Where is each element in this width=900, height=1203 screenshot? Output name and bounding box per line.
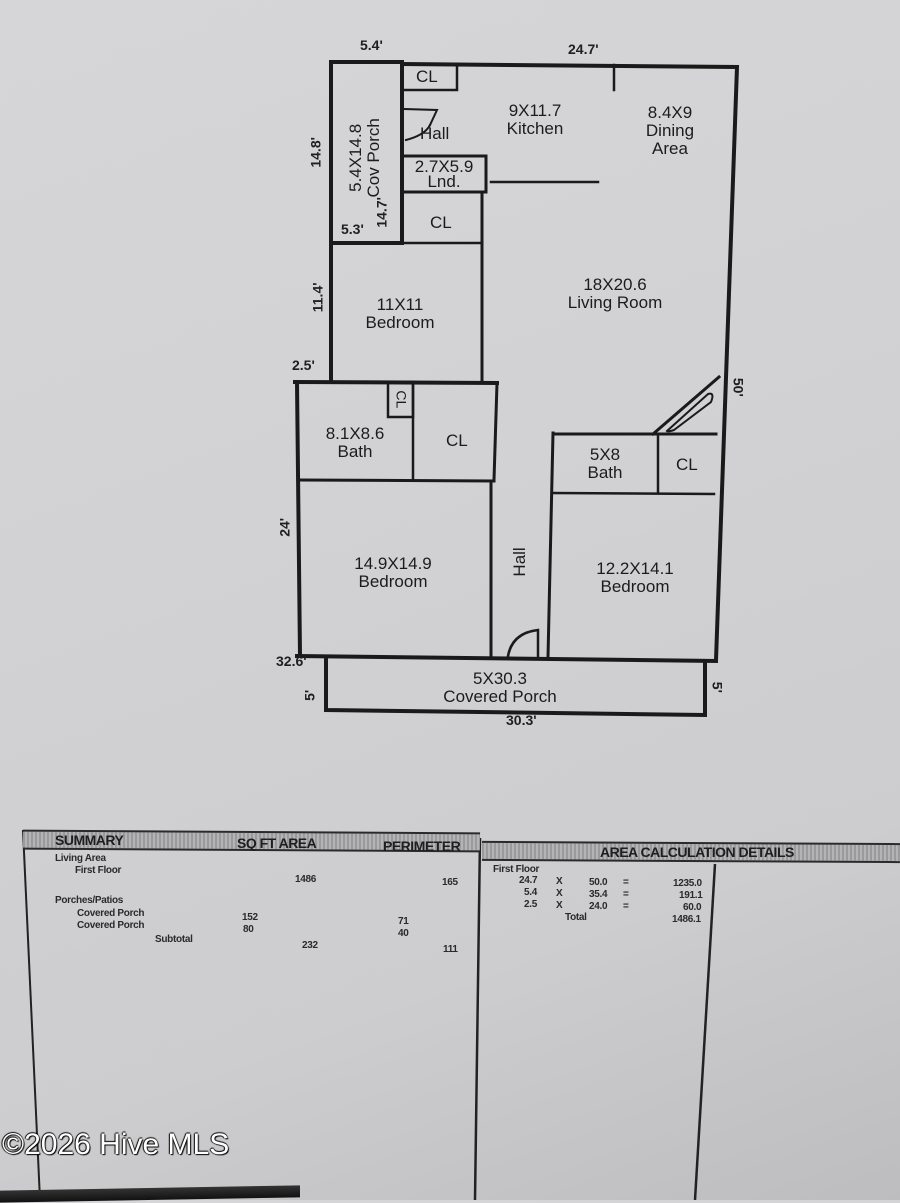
dim-main-width: 24.7'	[568, 41, 599, 57]
room-bath-1: 8.1X8.6 Bath	[325, 424, 385, 461]
dim-right-length: 50'	[730, 377, 747, 397]
calc-row-1-result: 1235.0	[673, 878, 702, 889]
room-covered-porch: 5X30.3 Covered Porch	[443, 669, 557, 706]
porch-row-2-label: Covered Porch	[77, 920, 145, 931]
room-hall-main: Hall	[510, 547, 530, 577]
room-closet-mid: CL	[430, 213, 452, 232]
porch-row-2-area: 80	[243, 924, 254, 935]
dim-offset: 2.5'	[292, 357, 315, 373]
room-closet-top: CL	[416, 67, 438, 86]
first-floor-area: 1486	[295, 874, 317, 885]
dim-porch-width: 5.4'	[360, 37, 383, 53]
dim-lower-left: 24'	[276, 517, 293, 537]
subtotal-perimeter: 111	[443, 944, 458, 955]
room-cov-porch: 5.4X14.8 Cov Porch	[346, 118, 383, 198]
main-outer-wall	[399, 61, 740, 663]
dim-porch-height: 14.8'	[307, 137, 324, 168]
dim-porch-inner-width: 5.3'	[341, 221, 364, 237]
room-bedroom-2: 14.9X14.9 Bedroom	[354, 554, 432, 591]
calc-row-3-a: 2.5	[524, 899, 538, 910]
living-area-label: Living Area	[55, 853, 106, 864]
porch-row-1-perimeter: 71	[398, 916, 409, 927]
porch-row-1-area: 152	[242, 912, 258, 923]
dim-bottom-left: 32.6'	[276, 653, 307, 669]
dim-porch-right: 5'	[709, 681, 726, 693]
first-floor-perimeter: 165	[442, 877, 458, 888]
room-closet-bath2: CL	[676, 455, 698, 474]
porch-row-2-perimeter: 40	[398, 928, 409, 939]
dim-bedroom-wall: 11.4'	[309, 282, 326, 313]
calc-row-2-op: X	[556, 888, 563, 899]
subtotal-label: Subtotal	[155, 934, 193, 945]
calc-row-2-a: 5.4	[524, 887, 538, 898]
subtotal-area: 232	[302, 940, 318, 951]
calc-total-label: Total	[565, 912, 587, 923]
porch-row-1-label: Covered Porch	[77, 908, 145, 919]
room-laundry: 2.7X5.9 Lnd.	[414, 157, 474, 191]
room-dining: 8.4X9 Dining Area	[645, 103, 695, 158]
room-bath-2: 5X8 Bath	[587, 445, 623, 482]
room-hall-top: Hall	[420, 124, 450, 143]
calc-row-3-op: X	[556, 900, 563, 911]
room-bedroom-3: 12.2X14.1 Bedroom	[596, 559, 674, 596]
area-calc-header: AREA CALCULATION DETAILS	[600, 844, 794, 860]
dim-porch-bottom: 30.3'	[506, 712, 537, 728]
calc-row-2-eq: =	[623, 889, 629, 900]
sq-ft-area-header: SQ FT AREA	[237, 835, 317, 851]
first-floor-label: First Floor	[75, 865, 122, 876]
dim-porch-left: 5'	[301, 689, 318, 701]
area-calc-floor-label: First Floor	[493, 864, 540, 875]
calc-row-1-a: 24.7	[519, 875, 538, 886]
summary-header: SUMMARY	[55, 832, 124, 848]
calc-total-value: 1486.1	[672, 914, 701, 925]
perimeter-header: PERIMETER	[383, 838, 461, 854]
room-living: 18X20.6 Living Room	[567, 275, 663, 312]
room-closet-bath1: CL	[446, 431, 468, 450]
calc-row-2-result: 191.1	[679, 890, 703, 901]
calc-row-1-eq: =	[623, 877, 629, 888]
room-bedroom-1: 11X11 Bedroom	[365, 295, 435, 332]
calc-row-2-b: 35.4	[589, 889, 608, 900]
room-closet-bath1-small: CL	[393, 390, 410, 409]
calc-row-1-op: X	[556, 876, 563, 887]
porches-label: Porches/Patios	[55, 895, 124, 906]
calc-row-3-eq: =	[623, 901, 629, 912]
calc-row-1-b: 50.0	[589, 877, 608, 888]
calc-row-3-result: 60.0	[683, 902, 702, 913]
calc-row-3-b: 24.0	[589, 901, 608, 912]
room-kitchen: 9X11.7 Kitchen	[506, 101, 564, 138]
copyright-watermark: ©2026 Hive MLS	[2, 1128, 230, 1161]
